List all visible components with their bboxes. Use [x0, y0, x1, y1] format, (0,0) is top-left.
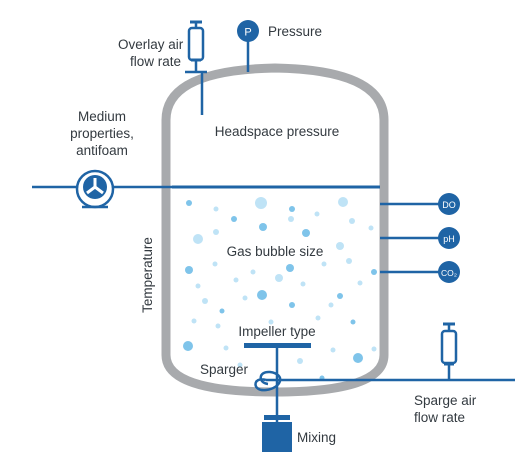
gas-bubble: [255, 197, 267, 209]
gas-bubble: [257, 290, 267, 300]
gas-bubble: [242, 295, 248, 301]
vessel-wall: [161, 63, 389, 397]
gas-bubble: [288, 216, 294, 222]
gas-bubble: [357, 280, 363, 286]
gas-bubble: [300, 281, 306, 287]
mixing-label: Mixing: [297, 430, 336, 445]
gas-bubble: [268, 319, 274, 325]
gas-bubble: [336, 242, 344, 250]
gas-bubble: [213, 229, 219, 235]
gas-bubble: [237, 362, 243, 368]
temperature-label: Temperature: [140, 237, 155, 313]
overlay-air-label-2: flow rate: [130, 54, 181, 69]
gas-bubble: [183, 341, 193, 351]
pressure-symbol: P: [244, 27, 251, 39]
gas-bubble-label: Gas bubble size: [227, 244, 324, 259]
gas-bubble: [297, 358, 303, 364]
pressure-gauge-icon: P: [237, 20, 259, 42]
impeller-label: Impeller type: [238, 324, 315, 339]
gas-bubble: [371, 346, 377, 352]
gas-bubble: [338, 197, 348, 207]
gas-bubble: [286, 264, 294, 272]
sensor-lines: [380, 202, 440, 274]
sparger-label: Sparger: [200, 362, 249, 377]
rotameter-icon: [187, 20, 205, 62]
gas-bubble: [186, 200, 192, 206]
gas-bubble: [371, 269, 377, 275]
gas-bubble: [191, 318, 197, 324]
gas-bubble: [314, 211, 320, 217]
gas-bubble: [321, 261, 327, 267]
gas-bubble: [289, 206, 295, 212]
peristaltic-pump-icon: [75, 169, 115, 209]
gas-bubble: [202, 298, 208, 304]
gas-bubble: [185, 266, 193, 274]
do-sensor-icon: DO: [438, 193, 460, 215]
motor-icon: [262, 415, 292, 452]
ph-sensor-icon: pH: [438, 227, 460, 249]
gas-bubble: [337, 293, 343, 299]
gas-bubble: [233, 277, 239, 283]
gas-bubble: [289, 302, 295, 308]
co2-sensor-label: CO₂: [441, 268, 457, 278]
rotameter-icon: [440, 322, 458, 380]
medium-label-2: properties,: [70, 126, 134, 141]
gas-bubble: [215, 323, 221, 329]
gas-bubble: [213, 206, 219, 212]
medium-label-3: antifoam: [76, 143, 128, 158]
gas-bubble: [353, 353, 363, 363]
co2-sensor-icon: CO₂: [438, 261, 460, 283]
gas-bubble: [368, 225, 374, 231]
gas-bubble: [349, 218, 355, 224]
medium-label-1: Medium: [78, 109, 126, 124]
gas-bubble: [350, 319, 356, 325]
impeller-blade: [244, 343, 311, 348]
gas-bubble: [250, 269, 256, 275]
do-sensor-label: DO: [442, 200, 456, 210]
gas-bubble: [212, 261, 218, 267]
gas-bubble: [195, 283, 201, 289]
gas-bubble: [346, 258, 352, 264]
gas-bubble: [193, 234, 203, 244]
ph-sensor-label: pH: [443, 234, 455, 244]
gas-bubble: [330, 347, 336, 353]
sparge-air-label-2: flow rate: [414, 410, 465, 425]
gas-bubble: [328, 302, 334, 308]
gas-bubble: [302, 229, 310, 237]
headspace-label: Headspace pressure: [215, 124, 340, 139]
gas-bubble: [315, 315, 321, 321]
overlay-air-label-1: Overlay air: [118, 37, 184, 52]
gas-bubble: [223, 345, 229, 351]
sparge-air-label-1: Sparge air: [414, 393, 477, 408]
gas-bubble: [259, 223, 267, 231]
gas-bubble: [231, 216, 237, 222]
gas-bubble: [219, 308, 225, 314]
gas-bubbles: [183, 197, 377, 381]
pressure-label: Pressure: [268, 24, 322, 39]
gas-bubble: [275, 274, 283, 282]
